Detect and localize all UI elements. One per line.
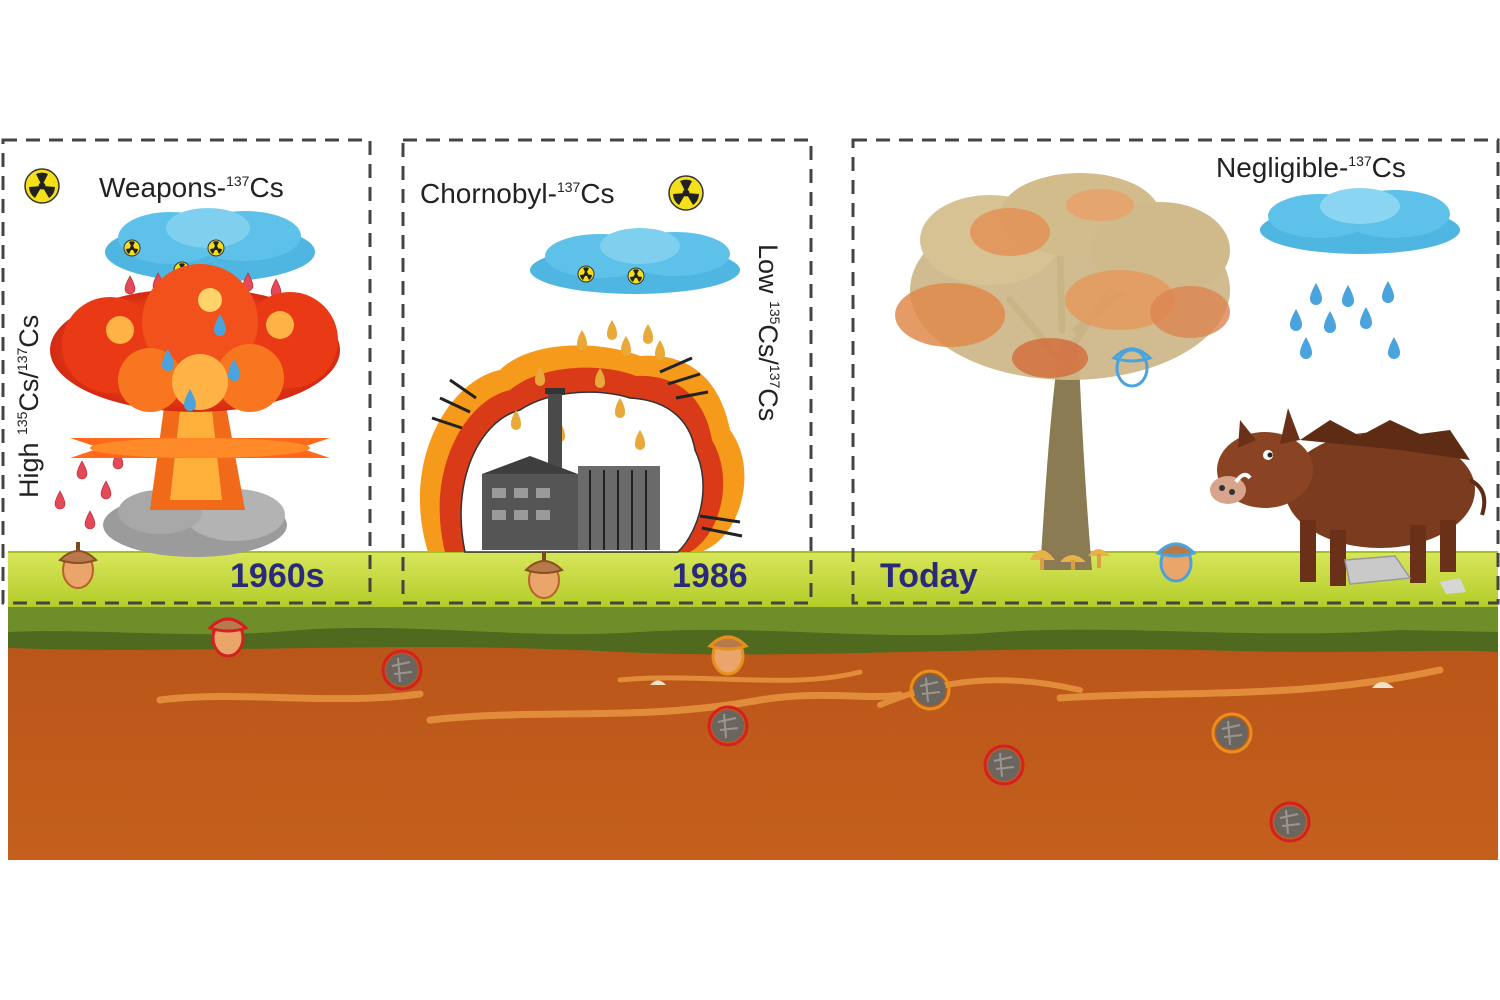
title-mass: 137: [226, 173, 250, 189]
ratio-mass-b: 137: [767, 364, 783, 389]
acorn-today-ground: [1155, 542, 1197, 583]
title-element: Cs: [1371, 152, 1406, 183]
year-label-today: Today: [880, 557, 978, 595]
power-plant: [482, 388, 660, 550]
title-element: Cs: [249, 172, 284, 203]
ratio-element-a: Cs: [14, 378, 44, 412]
grass-strip: [8, 552, 1498, 607]
weapons-cloud: [105, 208, 315, 282]
ratio-level: High: [14, 442, 44, 498]
panel-frames: [1, 138, 1500, 605]
mushroom-cloud: [50, 264, 340, 557]
ratio-mass-a: 135: [767, 301, 783, 325]
buried-particles: [207, 617, 1394, 843]
ratio-mass-b: 137: [14, 347, 30, 372]
isotope-ratio-label-low: Low 135Cs/137Cs: [753, 244, 783, 422]
isotope-ratio-label-high: High 135Cs/137Cs: [14, 314, 44, 498]
radiation-icon: [24, 168, 60, 204]
rain-cloud-today: [1260, 188, 1460, 254]
title-element: Cs: [580, 178, 615, 209]
ratio-element-a: Cs: [753, 324, 783, 358]
title-prefix: Negligible-: [1216, 152, 1349, 183]
wild-boar: [1210, 408, 1487, 586]
ratio-element-b: Cs: [753, 388, 783, 422]
ratio-mass-a: 135: [14, 411, 30, 435]
tree: [895, 173, 1230, 570]
title-mass: 137: [1348, 153, 1372, 169]
ratio-element-b: Cs: [14, 314, 44, 348]
title-prefix: Weapons-: [99, 172, 227, 203]
ratio-level: Low: [753, 244, 783, 294]
panel-title-chornobyl: Chornobyl-137Cs: [420, 178, 615, 210]
acorn-weapons: [59, 541, 97, 589]
panel-title-today: Negligible-137Cs: [1216, 152, 1406, 184]
radiation-icon: [668, 175, 704, 211]
stone: [1344, 555, 1466, 594]
title-mass: 137: [556, 179, 581, 195]
year-label-1986: 1986: [672, 557, 748, 595]
year-label-1960s: 1960s: [230, 557, 325, 595]
acorn-today-tree: [1111, 347, 1153, 388]
panel-title-weapons: Weapons-137Cs: [99, 172, 284, 204]
rain-drops-today: [1290, 281, 1400, 359]
title-prefix: Chornobyl-: [420, 178, 557, 209]
mushrooms: [1030, 549, 1110, 570]
chornobyl-cloud: [530, 228, 740, 294]
